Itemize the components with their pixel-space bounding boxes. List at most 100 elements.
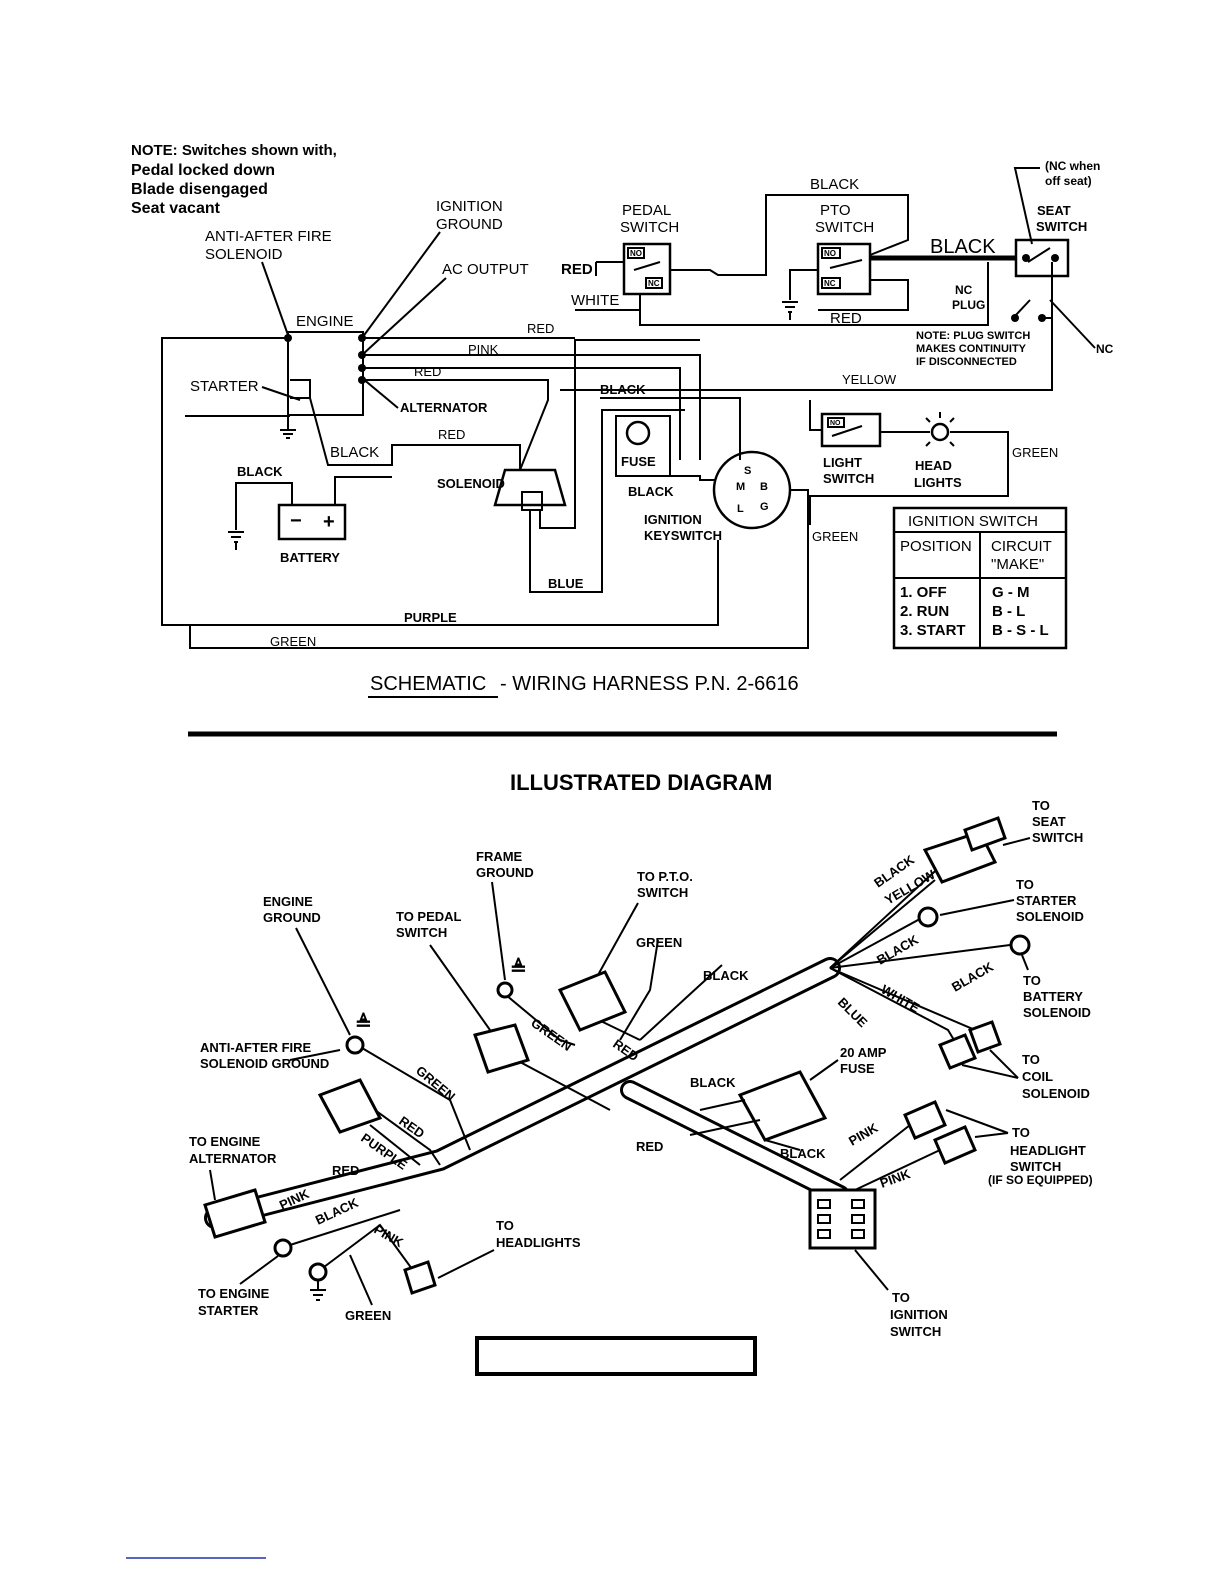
svg-text:SWITCH: SWITCH <box>890 1324 941 1339</box>
anti-after-fire-leader <box>261 261 289 336</box>
svg-text:TO: TO <box>1032 798 1050 813</box>
fuse-icon <box>625 420 651 446</box>
seat-switch-label-2: SWITCH <box>1036 219 1087 234</box>
anti-after-fire-ground-ring <box>345 1035 365 1055</box>
nc-plug-label-1: NC <box>955 283 973 297</box>
il-green-pto-label: GREEN <box>528 1015 574 1054</box>
il-green-bottom-label: GREEN <box>345 1308 391 1323</box>
ignition-keyswitch-icon <box>712 450 792 530</box>
red-2-label: RED <box>414 364 441 379</box>
il-red-fuse-label: RED <box>636 1139 663 1154</box>
svg-text:SOLENOID GROUND: SOLENOID GROUND <box>200 1056 329 1071</box>
ignition-switch-connector <box>808 1188 877 1250</box>
callout-anti-after-fire-ground: ANTI-AFTER FIRE SOLENOID GROUND <box>200 1040 341 1071</box>
il-black-3-label: BLACK <box>949 959 996 995</box>
alternator-label: ALTERNATOR <box>400 400 488 415</box>
seat-contact-2 <box>1051 254 1059 262</box>
alternator-connector <box>203 1188 267 1239</box>
callout-fuse-20amp: 20 AMP FUSE <box>809 1045 887 1081</box>
il-pink-sw1-label: PINK <box>846 1120 881 1149</box>
headlight-switch-connector-1 <box>903 1100 947 1140</box>
purple-wire <box>200 540 719 626</box>
illustrated-diagram: ILLUSTRATED DIAGRAM BLACK YELLOW BLACK B… <box>189 770 1093 1376</box>
yellow-label: YELLOW <box>842 372 897 387</box>
nc-leader <box>1049 299 1096 349</box>
table-row-2-circuit: B - L <box>992 603 1025 620</box>
fuse-box <box>615 415 671 477</box>
seat-switch-label-1: SEAT <box>1037 203 1071 218</box>
table-row-1-circuit: G - M <box>992 584 1030 601</box>
svg-text:TO P.T.O.: TO P.T.O. <box>637 869 693 884</box>
pto-switch-no <box>821 247 841 259</box>
anti-after-fire-label-1: ANTI-AFTER FIRE <box>205 228 332 245</box>
svg-text:TO: TO <box>892 1290 910 1305</box>
pto-nc-text: NC <box>824 279 836 288</box>
note-line-3: Blade disengaged <box>131 181 268 198</box>
red-pto-wire <box>818 279 909 311</box>
seat-contact-1 <box>1022 254 1030 262</box>
plug-note-2: MAKES CONTINUITY <box>916 343 1027 355</box>
pedal-switch-label-2: SWITCH <box>620 219 679 236</box>
pedal-nc-text: NC <box>648 279 660 288</box>
pto-contact <box>829 259 863 269</box>
svg-text:SWITCH: SWITCH <box>1032 830 1083 845</box>
headlight-bulb-icon <box>930 422 950 442</box>
engine-starter-ring <box>273 1238 293 1258</box>
black-fuse-label: BLACK <box>628 484 674 499</box>
pink-wire <box>362 354 701 460</box>
svg-text:SWITCH: SWITCH <box>637 885 688 900</box>
blank-label-box <box>475 1336 757 1376</box>
battery-ground-symbol <box>228 531 244 550</box>
pto-no-text: NO <box>824 249 836 258</box>
pto-connector <box>557 970 628 1032</box>
il-red-alt-label: RED <box>332 1163 359 1178</box>
headlight-switch-connector-2 <box>933 1125 977 1165</box>
battery-black-label: BLACK <box>237 464 283 479</box>
caption-rest: - WIRING HARNESS P.N. 2-6616 <box>500 673 799 695</box>
callout-battery-solenoid: TO BATTERY SOLENOID <box>1021 954 1091 1020</box>
seat-wire-yellow <box>829 879 936 969</box>
plug-note-3: IF DISCONNECTED <box>916 356 1017 368</box>
red-3-label: RED <box>438 427 465 442</box>
il-black-fuse2-label: BLACK <box>780 1146 826 1161</box>
illustrated-title: ILLUSTRATED DIAGRAM <box>510 770 772 795</box>
solenoid-body <box>493 468 567 507</box>
nc-when-label-1: (NC when <box>1045 159 1100 173</box>
pto-black-wire <box>639 964 723 1041</box>
red-pto-label: RED <box>830 310 862 327</box>
nc-plug-label-2: PLUG <box>952 298 985 312</box>
frame-ground-symbol: ≜ <box>510 957 527 980</box>
pto-switch-nc <box>821 277 841 289</box>
yellow-wire <box>560 262 1053 391</box>
il-pink-head-label: PINK <box>372 1222 407 1251</box>
alternator-leader <box>361 377 399 409</box>
svg-text:ANTI-AFTER FIRE: ANTI-AFTER FIRE <box>200 1040 312 1055</box>
green-bottom-wire <box>189 520 809 649</box>
pedal-switch-nc <box>645 277 663 289</box>
starter-solenoid-ring <box>917 906 939 928</box>
green-ground-ring <box>308 1262 328 1282</box>
svg-text:TO: TO <box>496 1218 514 1233</box>
svg-text:ALTERNATOR: ALTERNATOR <box>189 1151 277 1166</box>
white-to-plug-wire <box>639 262 989 326</box>
battery-label: BATTERY <box>280 550 340 565</box>
ignition-keyswitch-label-2: KEYSWITCH <box>644 528 722 543</box>
il-black-pto-label: BLACK <box>703 968 749 983</box>
table-col-circuit-1: CIRCUIT <box>991 538 1052 555</box>
nc-when-leader <box>1013 167 1040 245</box>
pto-ground-wire <box>789 269 818 300</box>
il-green-top-label: GREEN <box>636 935 682 950</box>
black-mid-wire <box>362 379 549 471</box>
callout-engine-alternator: TO ENGINE ALTERNATOR <box>189 1134 277 1201</box>
svg-text:GROUND: GROUND <box>476 865 534 880</box>
solenoid-terminal <box>521 491 543 511</box>
svg-text:TO: TO <box>1022 1052 1040 1067</box>
pto-switch-label-1: PTO <box>820 202 851 219</box>
plug-note-1: NOTE: PLUG SWITCH <box>916 330 1030 342</box>
caption-schematic: SCHEMATIC <box>370 673 486 695</box>
key-s: S <box>744 465 751 477</box>
svg-text:TO ENGINE: TO ENGINE <box>198 1286 270 1301</box>
outer-left-wire <box>161 337 288 626</box>
svg-text:SWITCH: SWITCH <box>396 925 447 940</box>
